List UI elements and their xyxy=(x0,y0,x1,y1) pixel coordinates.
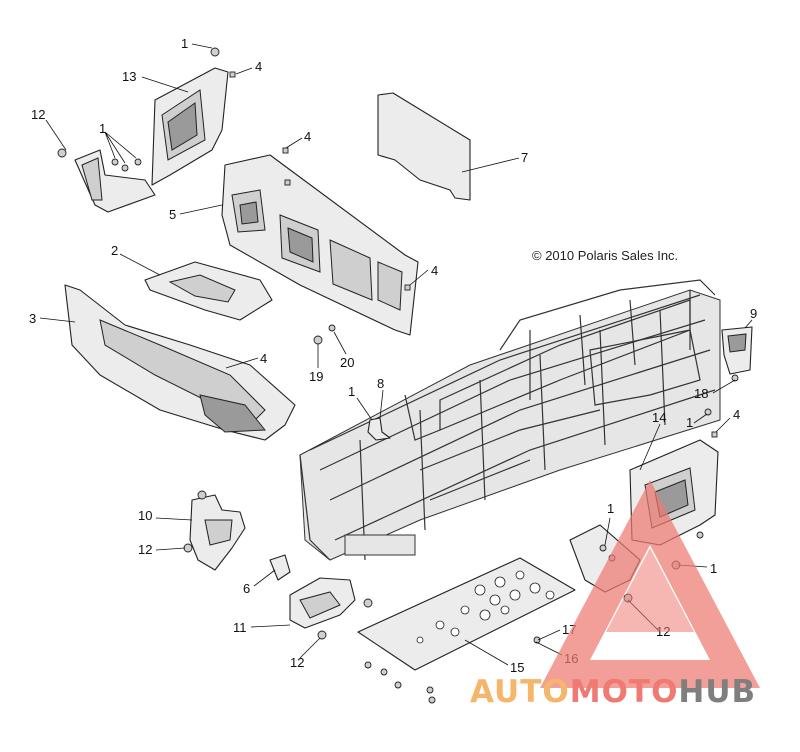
callout-4: 4 xyxy=(431,263,438,278)
part-15-floorplate xyxy=(357,557,576,671)
callout-1: 1 xyxy=(686,415,693,430)
callout-1: 1 xyxy=(99,121,106,136)
callout-12: 12 xyxy=(290,655,304,670)
callout-4: 4 xyxy=(304,129,311,144)
copyright-text: © 2010 Polaris Sales Inc. xyxy=(532,248,678,263)
callout-19: 19 xyxy=(309,369,323,384)
callout-11: 11 xyxy=(233,620,247,635)
callout-15: 15 xyxy=(510,660,524,675)
callout-12: 12 xyxy=(31,107,45,122)
callout-6: 6 xyxy=(243,581,250,596)
callout-8: 8 xyxy=(377,376,384,391)
part-5-bulkhead xyxy=(221,154,419,336)
callout-4: 4 xyxy=(260,351,267,366)
callout-2: 2 xyxy=(111,243,118,258)
part-12-bracket xyxy=(74,149,156,213)
watermark: AUTOMOTOHUB xyxy=(470,480,760,710)
part-9-box xyxy=(721,326,753,375)
callout-13: 13 xyxy=(122,69,136,84)
watermark-moto: MOTO xyxy=(570,674,679,710)
callout-12: 12 xyxy=(138,542,152,557)
vehicle-frame xyxy=(299,279,721,561)
part-6-clip xyxy=(269,554,291,581)
part-11-bracket xyxy=(289,577,356,629)
callout-1: 1 xyxy=(710,561,717,576)
callout-7: 7 xyxy=(521,150,528,165)
callout-4: 4 xyxy=(255,59,262,74)
watermark-auto: AUTO xyxy=(470,674,570,710)
part-10-bracket xyxy=(189,494,246,571)
callout-9: 9 xyxy=(750,306,757,321)
watermark-text: AUTOMOTOHUB xyxy=(470,674,756,710)
callout-3: 3 xyxy=(29,311,36,326)
callout-1: 1 xyxy=(607,501,614,516)
callout-20: 20 xyxy=(340,355,354,370)
callout-10: 10 xyxy=(138,508,152,523)
part-3-floor xyxy=(64,284,296,441)
callout-14: 14 xyxy=(652,410,666,425)
callout-18: 18 xyxy=(694,386,708,401)
callout-1: 1 xyxy=(348,384,355,399)
watermark-hub: HUB xyxy=(678,674,756,710)
callout-5: 5 xyxy=(169,207,176,222)
callout-4: 4 xyxy=(733,407,740,422)
part-7-panel xyxy=(377,92,471,201)
watermark-triangle xyxy=(540,480,760,688)
part-13-panel xyxy=(151,67,229,186)
part-2-tray xyxy=(144,261,273,321)
fasteners xyxy=(57,47,739,704)
callout-1: 1 xyxy=(181,36,188,51)
